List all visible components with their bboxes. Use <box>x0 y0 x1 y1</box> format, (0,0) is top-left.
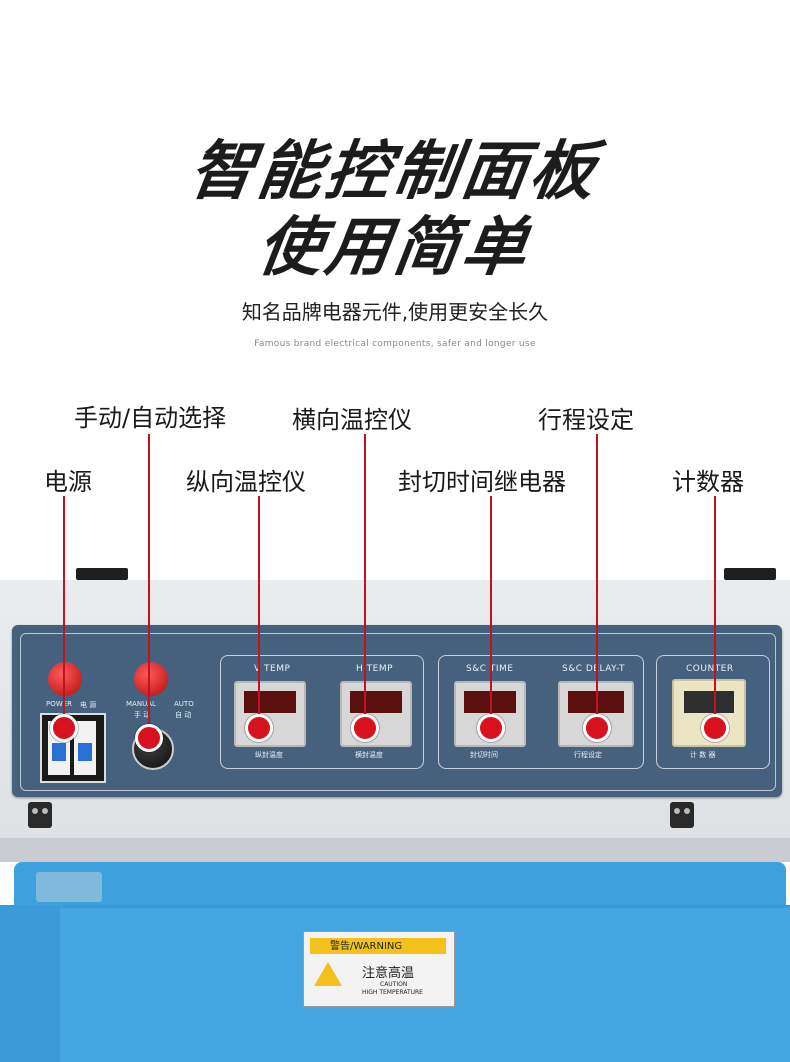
callout-line-vertical-temp <box>258 496 260 726</box>
manual-label-en: MANUAL <box>126 700 156 708</box>
title-line-2: 使用简单 <box>252 211 536 285</box>
warning-header: 警告/WARNING <box>330 941 403 952</box>
horizontal-temp-controller[interactable] <box>340 681 412 747</box>
right-latch <box>724 568 776 580</box>
warning-triangle-icon <box>314 962 342 986</box>
callout-dot-vertical-temp <box>245 714 273 742</box>
callout-dot-seal-cut <box>477 714 505 742</box>
warning-en-line2: HIGH TEMPERATURE <box>362 989 423 996</box>
sc-time-title: S&C TIME <box>466 664 514 674</box>
counter-title: COUNTER <box>686 664 734 674</box>
temp-controller-group <box>220 655 424 769</box>
power-label-en: POWER <box>46 700 72 708</box>
subtitle: 知名品牌电器元件,使用更安全长久 <box>241 300 549 324</box>
auto-label-en: AUTO <box>174 700 194 708</box>
callout-line-seal-cut <box>490 496 492 726</box>
h-temp-title: H TEMP <box>356 664 394 674</box>
warning-en-line1: CAUTION <box>380 981 408 988</box>
callout-line-stroke <box>596 434 598 726</box>
high-temp-warning-sticker <box>303 931 455 1007</box>
callout-stroke-setting: 行程设定 <box>538 406 634 434</box>
machine-ledge <box>0 838 790 862</box>
callout-dot-counter <box>701 714 729 742</box>
callout-line-counter <box>714 496 716 726</box>
callout-horizontal-temp: 横向温控仪 <box>292 406 412 434</box>
sc-delay-title: S&C DELAY-T <box>562 664 626 674</box>
timer-relay-group <box>438 655 644 769</box>
callout-power: 电源 <box>44 468 92 496</box>
callout-dot-horizontal-temp <box>351 714 379 742</box>
tagline: Famous brand electrical components, safe… <box>254 339 536 349</box>
callout-line-power <box>63 496 65 728</box>
vertical-temp-controller[interactable] <box>234 681 306 747</box>
callout-vertical-temp: 纵向温控仪 <box>186 468 306 496</box>
power-indicator-lamp <box>48 662 82 696</box>
counter-label: 计 数 器 <box>690 751 716 759</box>
nameplate <box>36 872 102 902</box>
h-temp-label: 横封温度 <box>355 751 383 759</box>
counter-group <box>656 655 770 769</box>
callout-manual-auto: 手动/自动选择 <box>74 404 227 432</box>
callout-seal-cut-relay: 封切时间继电器 <box>398 468 566 496</box>
callout-counter: 计数器 <box>672 468 744 496</box>
mode-indicator-lamp <box>134 662 168 696</box>
v-temp-title: V TEMP <box>254 664 291 674</box>
counter-device[interactable] <box>672 679 746 747</box>
sc-time-label: 封切时间 <box>470 751 498 759</box>
v-temp-label: 纵封温度 <box>255 751 283 759</box>
callout-line-horizontal-temp <box>364 434 366 726</box>
callout-line-manual-auto <box>148 434 150 736</box>
sc-delay-label: 行程设定 <box>574 751 602 759</box>
right-hinge <box>670 802 694 828</box>
callout-dot-manual-auto <box>135 724 163 752</box>
control-panel-border <box>20 633 776 791</box>
callout-dot-power <box>50 714 78 742</box>
left-hinge <box>28 802 52 828</box>
auto-label-cn: 自 动 <box>175 711 192 719</box>
manual-label-cn: 手 动 <box>134 711 151 719</box>
warning-cn: 注意高温 <box>362 966 415 981</box>
power-label-cn: 电 源 <box>80 701 97 709</box>
left-latch <box>76 568 128 580</box>
callout-dot-stroke <box>583 714 611 742</box>
